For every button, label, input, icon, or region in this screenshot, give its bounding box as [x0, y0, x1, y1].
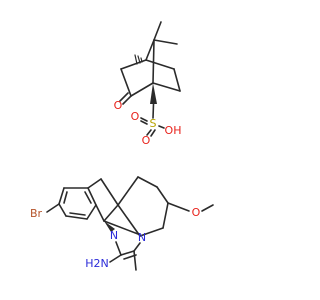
bond-c2-o-double — [119, 92, 129, 102]
bond-s-o-bottom-double — [150, 129, 156, 137]
bond-c5-c6 — [173, 68, 181, 92]
bond-cy2 — [137, 176, 158, 188]
camphorsulfonic-acid: O S O O OH — [114, 21, 182, 147]
bond-c-methyl — [133, 250, 137, 271]
ring-nitrogen-2-label: N — [138, 231, 146, 244]
bond-c7-me1 — [153, 21, 162, 41]
bond-ar-ch2 — [87, 178, 102, 189]
bond-c7-c4 — [145, 39, 155, 61]
amine-label: H2N — [85, 257, 109, 270]
ketone-oxygen-label: O — [114, 99, 123, 112]
hydroxyl-label: OH — [165, 124, 182, 137]
bond-ch2-s — [152, 103, 155, 119]
bond-cspiro-spiro — [103, 204, 119, 222]
bond-c2-c1 — [130, 82, 154, 97]
bond-cy-ome — [167, 202, 190, 212]
bond-ar4 — [86, 204, 97, 220]
bond-cy5 — [139, 227, 164, 237]
bond-s-o-top — [140, 117, 148, 122]
bond-ar1 — [58, 187, 65, 205]
sulfonyl-oxygen-top-label: O — [131, 110, 140, 123]
ring-nitrogen-1-label: N — [110, 229, 118, 242]
bond-c-nh2 — [109, 254, 122, 263]
bond-c7-me2 — [153, 39, 178, 45]
bond-cy6 — [117, 204, 141, 237]
bond-n1-c — [115, 241, 122, 256]
bromine-label: Br — [30, 207, 43, 220]
molecule-canvas: O S O O OH Br — [29, 21, 214, 271]
aromatic-inner-2 — [69, 212, 86, 216]
structure-diagram: O S O O OH Br — [30, 21, 214, 271]
bond-cy4 — [162, 202, 169, 229]
bond-c7-c1 — [152, 39, 155, 84]
bond-s-oh — [158, 125, 165, 129]
bond-s-o-bottom — [146, 129, 152, 136]
bond-c2-o — [122, 95, 132, 105]
bond-c6-c1 — [152, 82, 181, 92]
sulfur-label: S — [150, 117, 157, 130]
bond-c-c — [120, 250, 135, 256]
aromatic-inner-1 — [63, 191, 68, 204]
bond-ar2 — [58, 203, 67, 217]
bond-ar-cspiro — [95, 204, 105, 222]
hash-wedge-c4 — [134, 54, 143, 65]
methoxy-oxygen-label: O — [192, 206, 201, 219]
bond-cy3 — [156, 186, 169, 204]
bond-cy1 — [117, 176, 139, 206]
bond-ch2-spiro — [100, 178, 119, 206]
sulfonyl-oxygen-bottom-label: O — [142, 134, 151, 147]
bond-c3-c2 — [120, 68, 132, 97]
bond-ar5 — [87, 187, 97, 206]
bond-c4-c5 — [145, 59, 175, 70]
aromatic-inner-3 — [84, 191, 92, 204]
wedge-c1-ch2 — [150, 83, 157, 104]
bond-ar-br — [46, 203, 60, 213]
bond-s-o-top-double — [140, 120, 148, 125]
wedge-cspiro-n — [104, 221, 115, 232]
spiro-aminoimidazole: Br O N N H2N — [30, 176, 214, 271]
bond-cspiro-n2 — [103, 220, 139, 235]
bond-c-n2 — [133, 242, 141, 252]
bond-o-methyl — [201, 204, 214, 212]
bond-ar3 — [65, 215, 88, 220]
